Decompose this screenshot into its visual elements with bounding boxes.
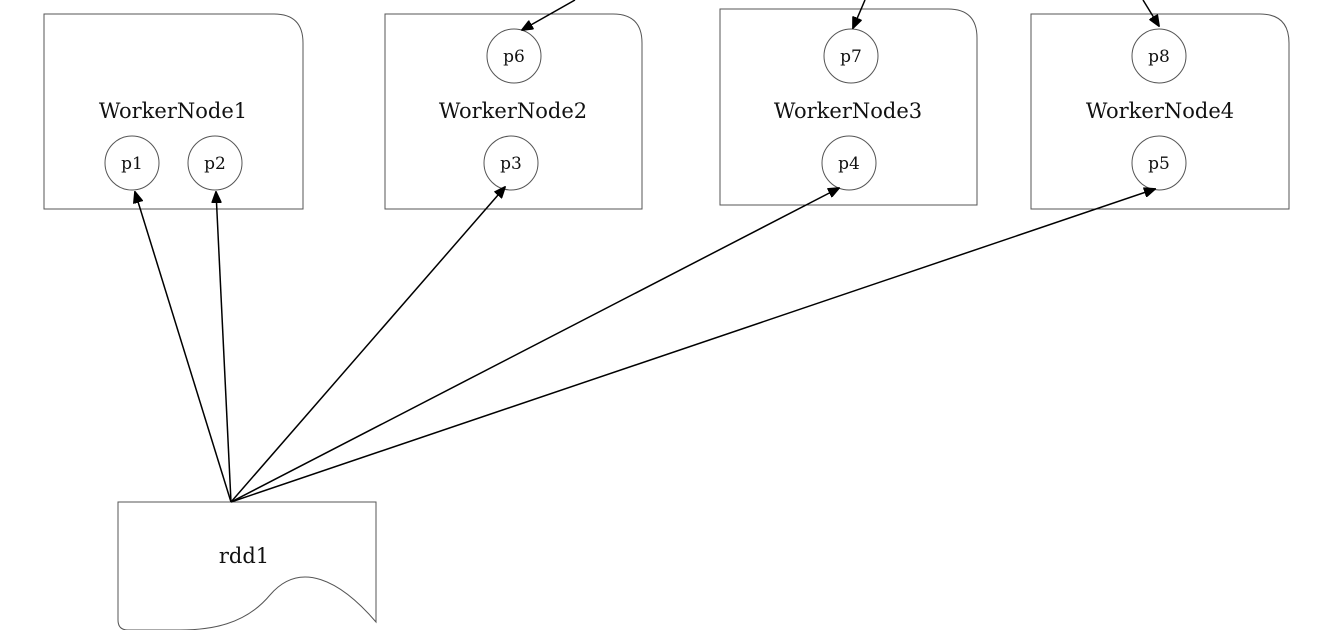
partition-p8-label: p8	[1148, 47, 1170, 67]
partition-p5-label: p5	[1148, 154, 1170, 174]
worker-node-2-box	[384, 13, 643, 210]
worker-node-2-label: WorkerNode2	[439, 99, 587, 123]
edge-rdd1-to-p2	[216, 192, 232, 503]
partition-p8	[1131, 28, 1187, 84]
partition-p7-label: p7	[840, 47, 862, 67]
edge-rdd1-to-p5	[230, 189, 1155, 503]
partition-p7	[823, 28, 879, 84]
partition-p1	[104, 135, 160, 191]
rdd1-label: rdd1	[219, 544, 269, 568]
worker-node-3-box	[719, 8, 978, 206]
partition-p2	[187, 135, 243, 191]
partition-p4-label: p4	[838, 154, 860, 174]
edge-rdd1-to-p1	[135, 192, 232, 503]
partition-p5	[1131, 135, 1187, 191]
rdd1-document	[117, 501, 377, 630]
edge-offscreen-to-p6	[522, 0, 576, 30]
worker-node-4-label: WorkerNode4	[1086, 99, 1234, 123]
edge-rdd1-to-p3	[230, 187, 505, 503]
edge-rdd1-to-p4	[230, 188, 839, 503]
partition-p2-label: p2	[204, 154, 226, 174]
partition-p3	[483, 135, 539, 191]
partition-p4	[821, 135, 877, 191]
worker-node-4-box	[1030, 13, 1290, 210]
worker-node-1-label: WorkerNode1	[99, 99, 247, 123]
partition-p6	[486, 28, 542, 84]
worker-node-3-label: WorkerNode3	[774, 99, 922, 123]
edge-offscreen-to-p8	[1142, 0, 1159, 26]
partition-p3-label: p3	[500, 154, 522, 174]
partition-p1-label: p1	[121, 154, 143, 174]
partition-p6-label: p6	[503, 47, 525, 67]
edge-offscreen-to-p7	[853, 0, 866, 28]
